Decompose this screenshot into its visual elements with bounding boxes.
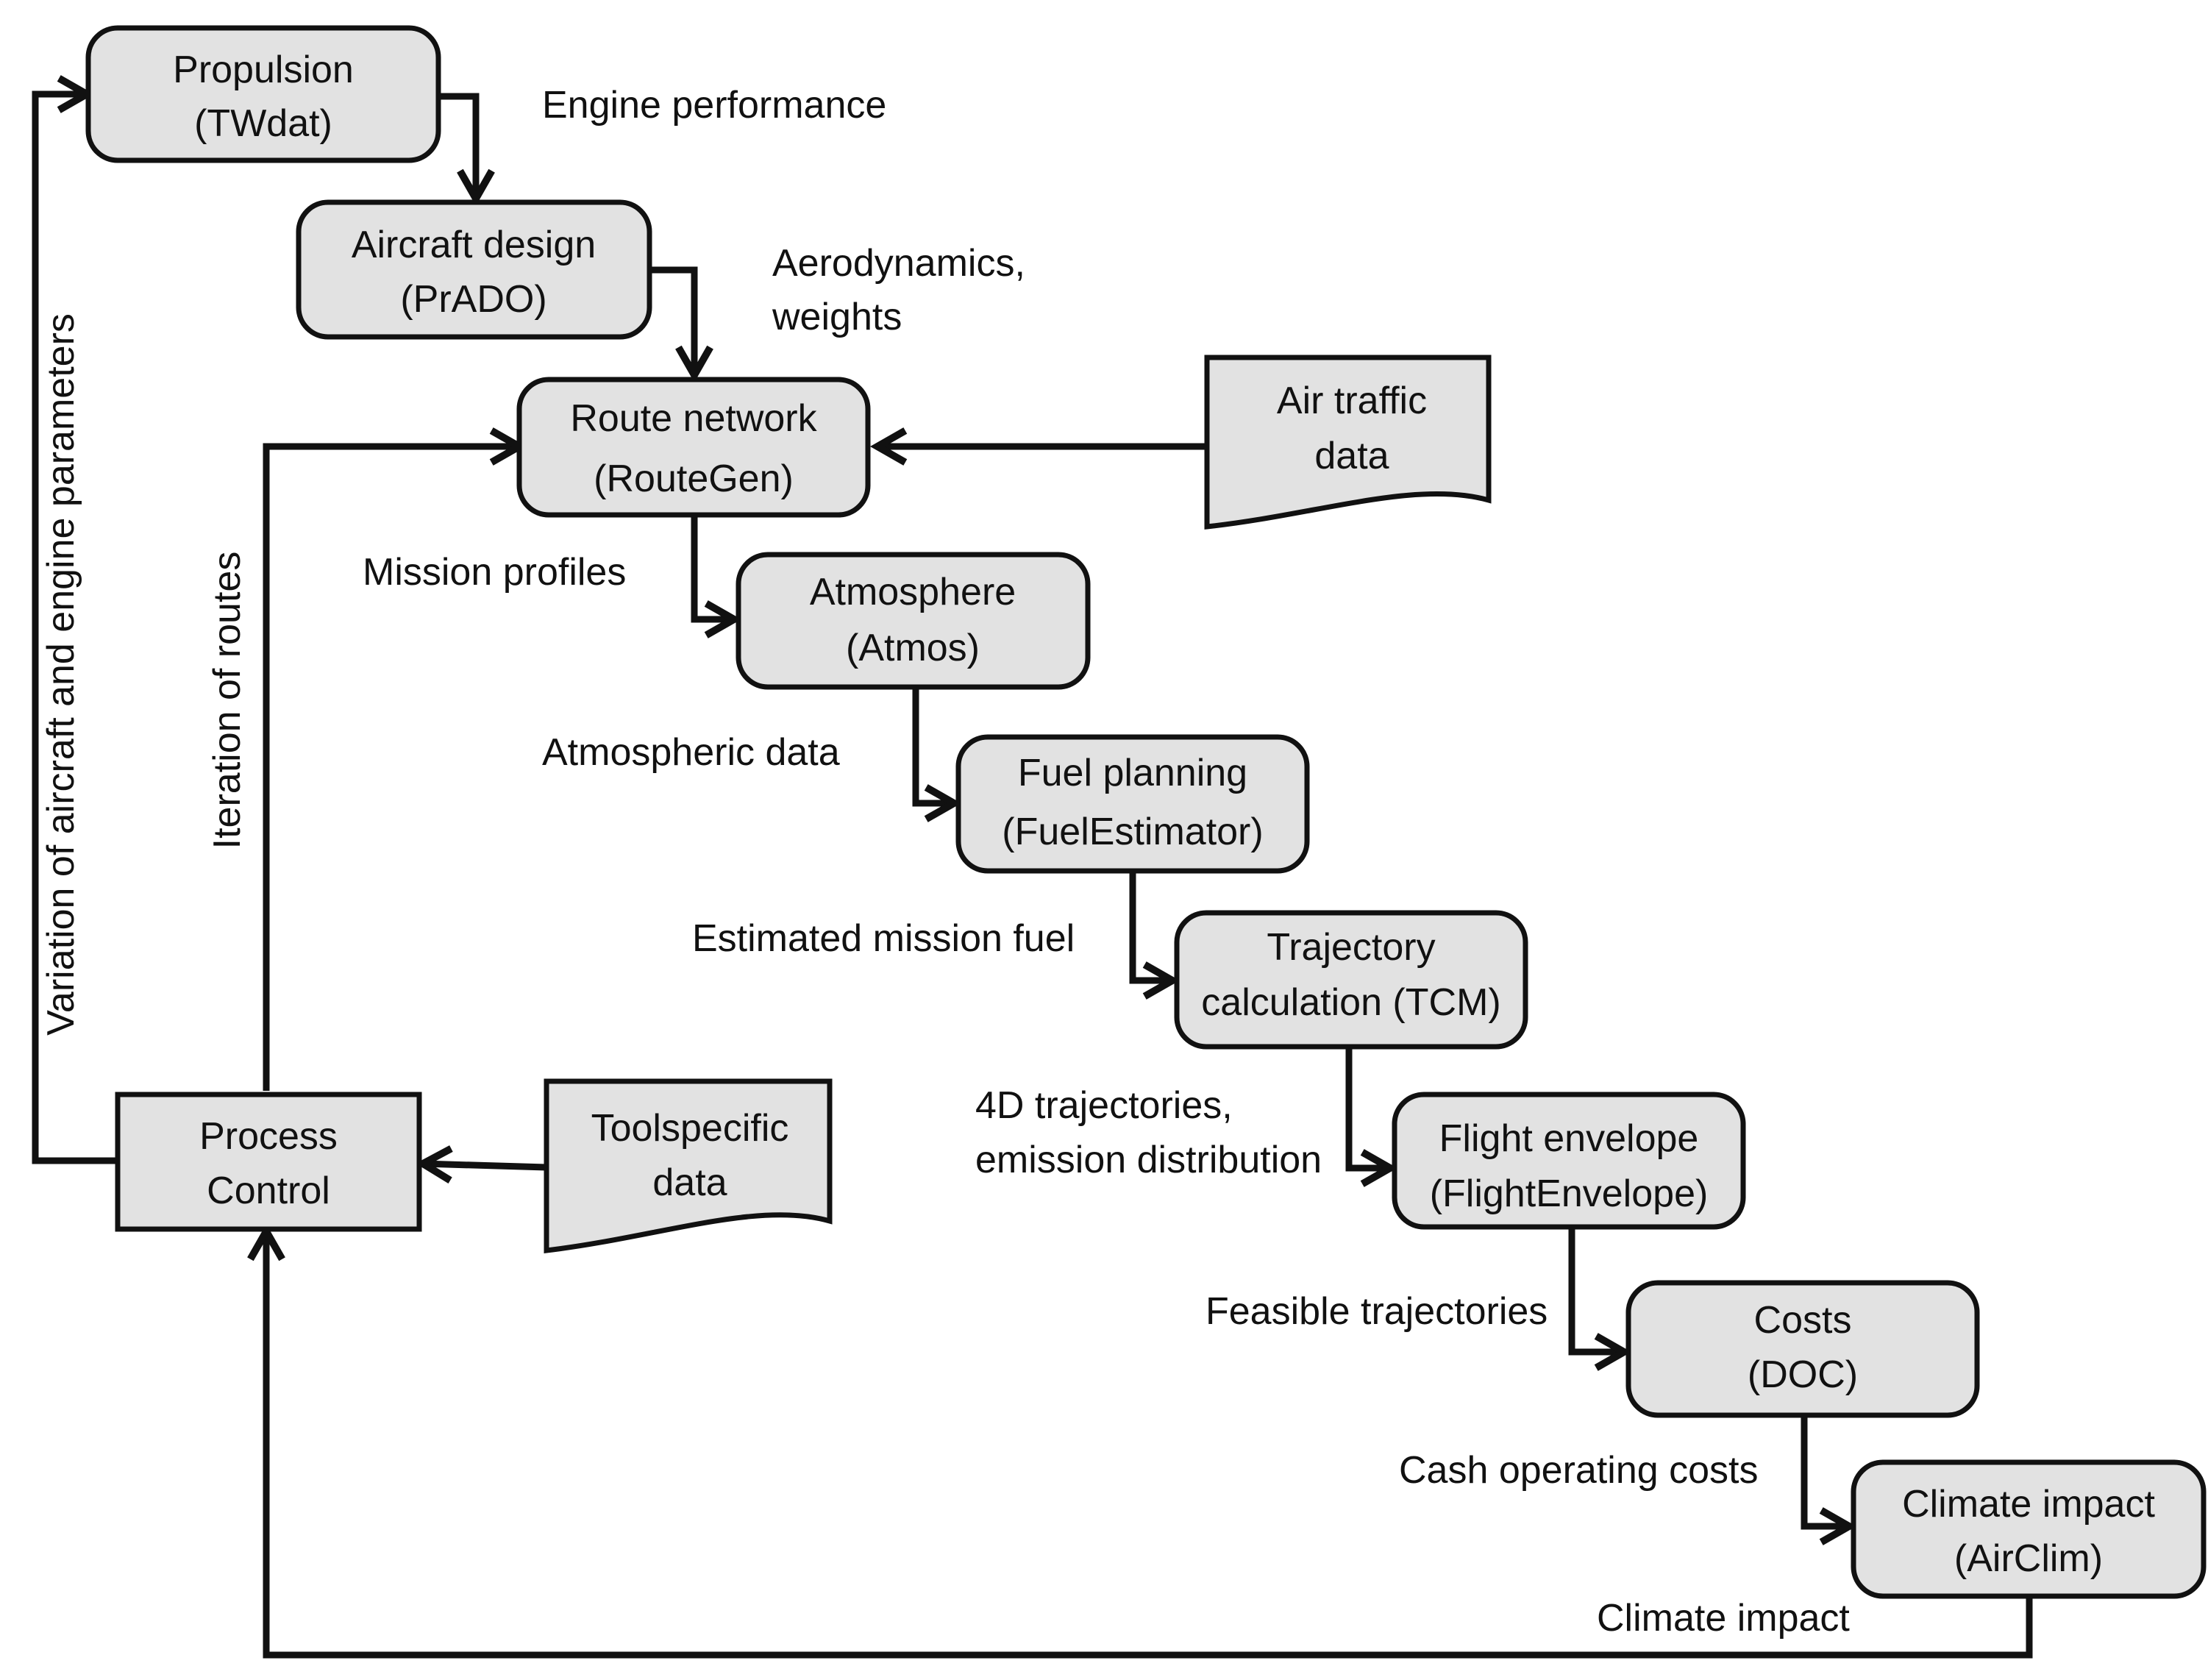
node-trajectory-title: Trajectory: [1267, 926, 1435, 969]
node-route-network: Route network (RouteGen): [516, 377, 871, 518]
node-flight-envelope: Flight envelope (FlightEnvelope): [1392, 1092, 1746, 1230]
node-propulsion-tool: (TWdat): [194, 102, 332, 145]
arrow-process-control-to-propulsion: [32, 75, 118, 1164]
arrow-flight-envelope-to-costs: [1568, 1227, 1631, 1371]
node-costs: Costs (DOC): [1625, 1280, 1980, 1418]
label-feasible-trajectories: Feasible trajectories: [1206, 1290, 1548, 1333]
node-climate-impact-title: Climate impact: [1902, 1483, 2155, 1526]
arrow-route-network-to-atmosphere: [691, 515, 741, 638]
node-process-control-line1: Process: [199, 1115, 338, 1158]
node-atmosphere: Atmosphere (Atmos): [736, 552, 1091, 690]
node-climate-impact: Climate impact (AirClim): [1851, 1459, 2207, 1599]
arrow-atmosphere-to-fuel-planning: [912, 687, 961, 822]
arrow-toolspecific-to-process-control: [416, 1145, 547, 1184]
label-climate-impact-output: Climate impact: [1597, 1597, 1850, 1640]
node-fuel-planning-tool: (FuelEstimator): [1002, 811, 1263, 853]
node-propulsion-title: Propulsion: [173, 49, 354, 91]
label-mission-profiles: Mission profiles: [363, 551, 626, 594]
node-atmosphere-title: Atmosphere: [810, 571, 1016, 613]
arrow-climate-impact-to-process-control: [247, 1224, 2033, 1659]
label-4d-trajectories: 4D trajectories,: [975, 1084, 1233, 1127]
node-aircraft-design: Aircraft design (PrADO): [296, 199, 652, 340]
node-fuel-planning-title: Fuel planning: [1018, 752, 1247, 794]
node-route-network-tool: (RouteGen): [594, 458, 794, 500]
label-aerodynamics: Aerodynamics,: [772, 242, 1025, 285]
node-costs-tool: (DOC): [1748, 1353, 1858, 1396]
label-engine-performance: Engine performance: [542, 84, 886, 127]
node-aircraft-design-tool: (PrADO): [400, 278, 546, 321]
node-flight-envelope-title: Flight envelope: [1439, 1117, 1699, 1160]
node-climate-impact-tool: (AirClim): [1954, 1537, 2103, 1580]
doc-toolspecific-line2: data: [652, 1161, 727, 1204]
doc-toolspecific-data: Toolspecific data: [544, 1078, 833, 1253]
node-fuel-planning: Fuel planning (FuelEstimator): [955, 734, 1310, 874]
label-emission-distribution: emission distribution: [975, 1139, 1322, 1181]
arrow-propulsion-to-aircraft-design: [438, 93, 495, 206]
doc-air-traffic-line1: Air traffic: [1277, 380, 1427, 422]
connectors: [32, 75, 2033, 1659]
arrow-fuel-planning-to-trajectory: [1129, 871, 1180, 1000]
arrow-trajectory-to-flight-envelope: [1345, 1047, 1397, 1187]
flow-labels: Engine performance Aerodynamics, weights…: [40, 84, 1850, 1640]
node-atmosphere-tool: (Atmos): [846, 627, 980, 669]
node-process-control-line2: Control: [207, 1170, 330, 1212]
node-trajectory-tool: calculation (TCM): [1201, 981, 1500, 1024]
label-estimated-mission-fuel: Estimated mission fuel: [692, 917, 1075, 960]
arrow-process-control-to-route-network: [263, 427, 527, 1091]
node-trajectory-calculation: Trajectory calculation (TCM): [1174, 910, 1528, 1050]
doc-air-traffic-data: Air traffic data: [1204, 355, 1492, 530]
node-propulsion: Propulsion (TWdat): [85, 25, 441, 163]
node-flight-envelope-tool: (FlightEnvelope): [1430, 1172, 1709, 1215]
label-iteration-of-routes: Iteration of routes: [206, 552, 249, 850]
node-route-network-title: Route network: [570, 397, 817, 440]
doc-air-traffic-line2: data: [1314, 435, 1389, 477]
node-costs-title: Costs: [1754, 1299, 1852, 1342]
label-variation-of-parameters: Variation of aircraft and engine paramet…: [40, 313, 82, 1036]
label-atmospheric-data: Atmospheric data: [542, 731, 840, 774]
doc-toolspecific-line1: Toolspecific: [591, 1107, 789, 1150]
label-cash-operating-costs: Cash operating costs: [1399, 1449, 1759, 1492]
node-process-control: Process Control: [115, 1092, 422, 1232]
arrow-costs-to-climate-impact: [1801, 1415, 1856, 1545]
label-weights: weights: [772, 296, 902, 338]
node-aircraft-design-title: Aircraft design: [352, 224, 596, 266]
arrow-aircraft-design-to-route-network: [649, 266, 713, 382]
